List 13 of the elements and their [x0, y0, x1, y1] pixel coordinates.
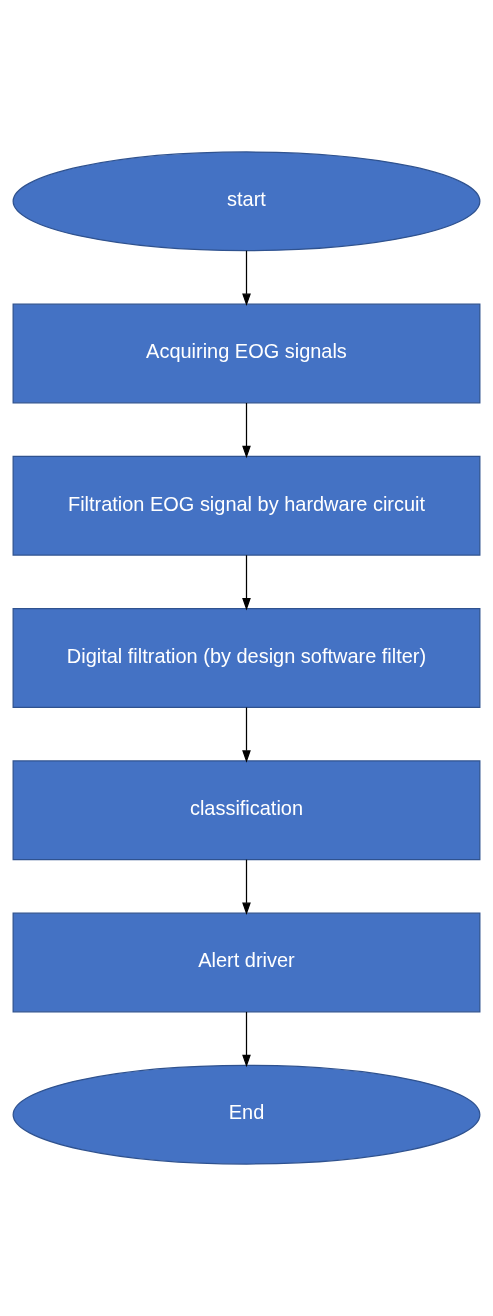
arrow — [242, 859, 251, 915]
arrow — [242, 1011, 251, 1068]
node-box: Alert driver — [12, 912, 481, 1013]
node-box: Acquiring EOG signals — [12, 303, 481, 404]
node-box: Filtration EOG signal by hardware circuit — [12, 455, 481, 556]
node-ellipse: End — [12, 1064, 481, 1165]
node-ellipse: start — [12, 151, 481, 252]
node-box: classification — [12, 760, 481, 861]
arrow — [242, 250, 251, 307]
arrow — [242, 402, 251, 459]
node-box: Digital filtration (by design software filter) — [12, 608, 481, 708]
arrow — [242, 554, 251, 611]
arrow — [242, 706, 251, 763]
